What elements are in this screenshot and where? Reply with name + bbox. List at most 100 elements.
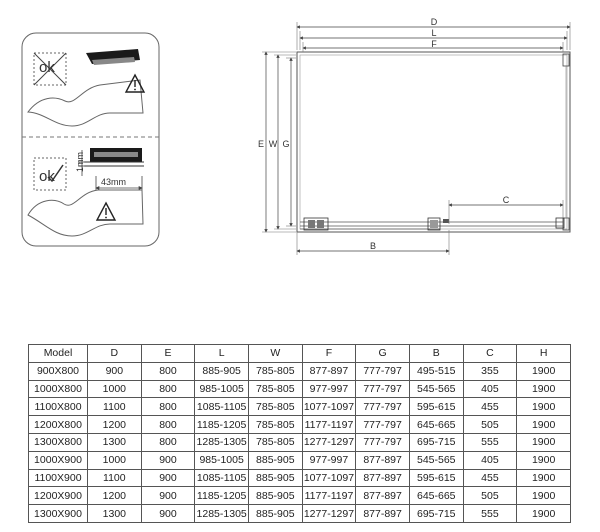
table-cell: 785-805 (247, 361, 303, 381)
table-cell: 900X800 (28, 361, 88, 381)
table-cell: 885-905 (194, 361, 249, 381)
table-cell: 1077-1097 (301, 397, 357, 417)
table-cell: 455 (462, 397, 518, 417)
table-cell: 355 (462, 361, 518, 381)
table-cell: 1085-1105 (194, 468, 249, 488)
table-cell: 877-897 (355, 468, 410, 488)
table-cell: 977-997 (301, 450, 357, 470)
gap-dimension-label: 1mm (75, 152, 85, 172)
table-cell: 1900 (516, 486, 571, 506)
table-cell: 545-565 (408, 450, 464, 470)
table-cell: 555 (462, 432, 518, 452)
table-cell: 777-797 (355, 361, 410, 381)
table-cell: 1085-1105 (194, 397, 249, 417)
table-cell: 505 (462, 415, 518, 434)
table-cell: 1900 (516, 379, 571, 399)
table-cell: 885-905 (247, 486, 303, 506)
table-cell: 1100X800 (28, 397, 88, 417)
table-cell: 877-897 (355, 486, 410, 506)
table-cell: 877-897 (301, 361, 357, 381)
column-header-c: C (462, 344, 518, 363)
table-cell: 785-805 (247, 397, 303, 417)
dimension-F: F (302, 39, 564, 52)
table-cell: 977-997 (301, 379, 357, 399)
shower-plan-view: D L F E W (258, 17, 571, 255)
incorrect-installation-detail: ok (27, 49, 146, 127)
table-row: 900X800 900 800 885-905 785-805 877-897 … (28, 361, 571, 381)
table-row: 1000X800 1000 800 985-1005 785-805 977-9… (28, 379, 571, 399)
table-cell: 695-715 (408, 432, 464, 452)
table-cell: 900 (140, 486, 196, 506)
dim-label-E: E (258, 139, 264, 149)
table-cell: 1000 (87, 450, 142, 470)
table-cell: 495-515 (408, 361, 464, 381)
table-cell: 777-797 (355, 415, 410, 434)
table-cell: 1000 (87, 379, 142, 399)
column-header-d: D (87, 344, 142, 363)
table-cell: 885-905 (247, 504, 303, 523)
column-header-g: G (355, 344, 410, 363)
table-cell: 1300 (87, 504, 142, 523)
table-cell: 1900 (516, 361, 571, 381)
table-cell: 1900 (516, 468, 571, 488)
table-cell: 1100 (87, 468, 142, 488)
dimension-B: B (296, 230, 450, 255)
table-cell: 1900 (516, 432, 571, 452)
table-cell: 405 (462, 379, 518, 399)
table-cell: 1200 (87, 415, 142, 434)
table-cell: 900 (140, 450, 196, 470)
column-header-w: W (247, 344, 303, 363)
table-row: 1200X900 1200 900 1185-1205 885-905 1177… (28, 486, 571, 506)
dimension-E: E (258, 51, 296, 233)
table-cell: 1177-1197 (301, 486, 357, 506)
table-cell: 985-1005 (194, 379, 249, 399)
table-cell: 1900 (516, 450, 571, 470)
table-cell: 1300X800 (28, 432, 88, 452)
table-cell: 1000X800 (28, 379, 88, 399)
table-cell: 877-897 (355, 450, 410, 470)
column-header-l: L (194, 344, 249, 363)
table-cell: 1300 (87, 432, 142, 452)
table-cell: 1177-1197 (301, 415, 357, 434)
table-cell: 900 (140, 468, 196, 488)
dimension-G: G (282, 57, 296, 227)
installation-detail-panel: ok ok 1mm 43mm (21, 32, 160, 247)
table-cell: 985-1005 (194, 450, 249, 470)
table-cell: 777-797 (355, 379, 410, 399)
dim-label-W: W (269, 139, 278, 149)
ok-label-top: ok (39, 59, 55, 76)
table-cell: 455 (462, 468, 518, 488)
table-cell: 800 (140, 361, 196, 381)
dim-label-F: F (431, 39, 437, 49)
table-cell: 1900 (516, 504, 571, 523)
table-cell: 405 (462, 450, 518, 470)
table-cell: 900 (140, 504, 196, 523)
dim-label-D: D (431, 17, 438, 27)
dimension-D: D (296, 17, 571, 50)
table-cell: 645-665 (408, 415, 464, 434)
installation-drawing: ok ok 1mm 43mm (21, 17, 571, 255)
table-cell: 800 (140, 432, 196, 452)
table-cell: 885-905 (247, 468, 303, 488)
table-cell: 900 (87, 361, 142, 381)
table-cell: 885-905 (247, 450, 303, 470)
table-cell: 1285-1305 (194, 504, 249, 523)
table-cell: 1100 (87, 397, 142, 417)
overhang-dimension-label: 43mm (101, 177, 126, 187)
column-header-e: E (140, 344, 196, 363)
column-header-model: Model (28, 344, 88, 363)
ok-label-bottom: ok (39, 168, 55, 185)
table-row: 1300X900 1300 900 1285-1305 885-905 1277… (28, 504, 571, 523)
table-cell: 1077-1097 (301, 468, 357, 488)
table-cell: 595-615 (408, 468, 464, 488)
table-cell: 777-797 (355, 432, 410, 452)
table-cell: 1100X900 (28, 468, 88, 488)
table-cell: 800 (140, 379, 196, 399)
table-cell: 1185-1205 (194, 415, 249, 434)
table-cell: 1277-1297 (301, 504, 357, 523)
column-header-f: F (301, 344, 357, 363)
table-cell: 645-665 (408, 486, 464, 506)
table-cell: 1277-1297 (301, 432, 357, 452)
table-row: 1000X900 1000 900 985-1005 885-905 977-9… (28, 450, 571, 470)
dim-label-L: L (431, 28, 436, 38)
